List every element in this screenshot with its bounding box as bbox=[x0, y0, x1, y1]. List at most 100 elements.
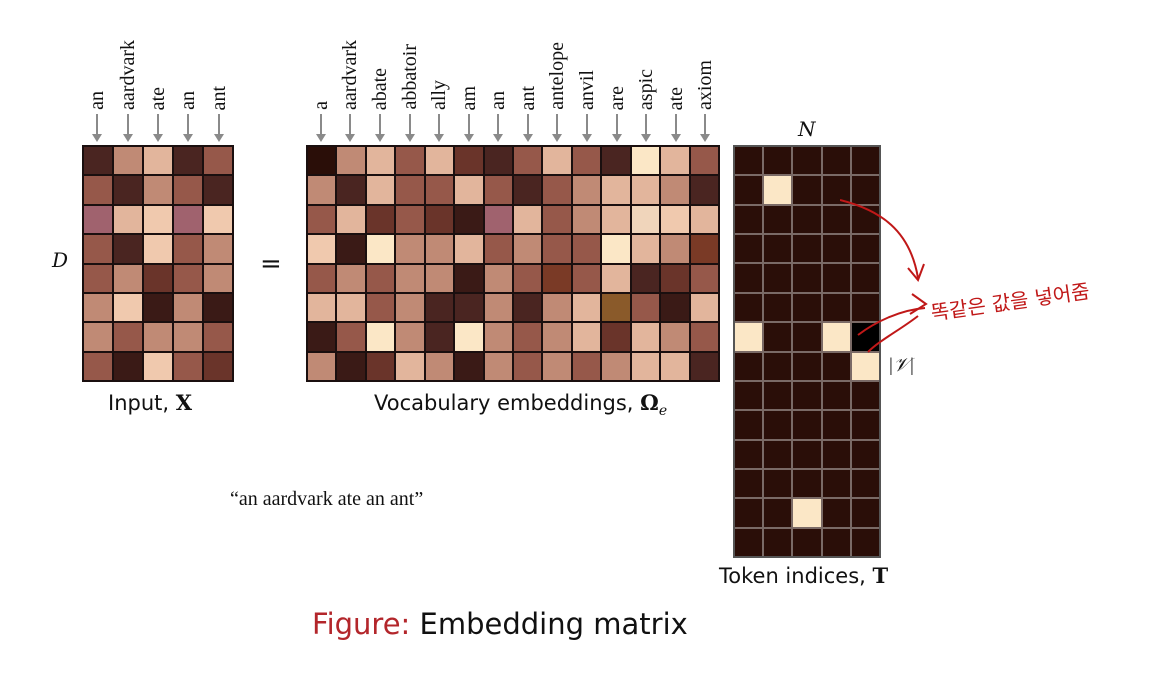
vocab-cell bbox=[337, 264, 365, 292]
token-cell bbox=[851, 469, 879, 498]
token-cell bbox=[764, 205, 792, 234]
vocab-word-label: abbatoir bbox=[398, 44, 421, 110]
vocab-cell bbox=[425, 293, 454, 322]
token-cell bbox=[793, 499, 821, 527]
vocab-cell bbox=[308, 235, 336, 263]
vocab-cell bbox=[661, 352, 689, 380]
vocab-cell bbox=[366, 352, 395, 380]
vocab-cell bbox=[572, 264, 601, 292]
vocab-cell bbox=[572, 176, 601, 204]
vocab-word-arrow bbox=[434, 114, 445, 142]
input-token-arrow bbox=[153, 114, 163, 142]
token-cell bbox=[793, 352, 821, 380]
token-cell bbox=[735, 528, 763, 556]
vocab-cell bbox=[396, 205, 424, 234]
vocab-cell bbox=[572, 235, 601, 263]
token-cell bbox=[764, 264, 792, 292]
token-cell bbox=[764, 411, 792, 439]
token-cell bbox=[735, 499, 763, 527]
vocab-cell bbox=[631, 323, 660, 351]
input-cell bbox=[174, 293, 202, 322]
vocab-cell bbox=[514, 264, 542, 292]
vocab-cell bbox=[455, 205, 483, 234]
token-cell bbox=[764, 293, 792, 322]
vocab-word-arrow bbox=[463, 114, 474, 142]
handwritten-annotation: 똑같은 값을 넣어줌 bbox=[840, 199, 1091, 353]
input-cell bbox=[84, 293, 112, 322]
vocab-cell bbox=[572, 147, 601, 175]
vocab-cell bbox=[543, 147, 571, 175]
vocab-cell bbox=[366, 205, 395, 234]
vocab-cell bbox=[484, 176, 512, 204]
vocab-word-arrow bbox=[315, 114, 326, 142]
vocab-cell bbox=[514, 352, 542, 380]
input-token-label: an bbox=[177, 91, 200, 110]
token-cell bbox=[793, 411, 821, 439]
vocab-cell bbox=[484, 205, 512, 234]
token-cell bbox=[851, 352, 879, 380]
vocab-cell bbox=[690, 264, 718, 292]
vocab-cell bbox=[308, 264, 336, 292]
input-cell bbox=[114, 352, 142, 380]
vocab-cell bbox=[484, 352, 512, 380]
input-cell bbox=[114, 264, 142, 292]
input-cell bbox=[84, 205, 112, 234]
token-matrix-n-label: N bbox=[798, 117, 816, 141]
figure-caption-prefix: Figure: bbox=[312, 607, 411, 641]
token-cell bbox=[764, 235, 792, 263]
token-cell bbox=[764, 147, 792, 175]
vocab-size-label: |𝒱| bbox=[888, 355, 915, 376]
vocab-cell bbox=[455, 235, 483, 263]
vocab-cell bbox=[455, 264, 483, 292]
vocab-word-label: am bbox=[457, 85, 480, 110]
vocab-cell bbox=[337, 293, 365, 322]
vocab-cell bbox=[337, 352, 365, 380]
input-cell bbox=[144, 205, 172, 234]
input-token-label: an bbox=[86, 91, 109, 110]
vocab-cell bbox=[425, 205, 454, 234]
vocab-cell bbox=[661, 205, 689, 234]
vocab-cell bbox=[396, 147, 424, 175]
token-cell bbox=[822, 293, 850, 322]
token-cell bbox=[851, 264, 879, 292]
vocab-cell bbox=[690, 205, 718, 234]
input-token-label: ate bbox=[147, 86, 169, 110]
vocab-cell bbox=[484, 323, 512, 351]
token-caption-symbol: T bbox=[872, 563, 889, 588]
token-cell bbox=[822, 469, 850, 498]
token-cell bbox=[851, 147, 879, 175]
vocab-cell bbox=[396, 264, 424, 292]
dimension-label-d: D bbox=[52, 248, 69, 272]
vocab-word-arrow bbox=[493, 114, 504, 142]
vocab-word-arrow bbox=[522, 114, 533, 142]
token-cell bbox=[822, 147, 850, 175]
vocab-cell bbox=[690, 352, 718, 380]
vocab-word-label: aspic bbox=[635, 68, 658, 110]
vocab-cell bbox=[455, 293, 483, 322]
token-cell bbox=[793, 235, 821, 263]
token-caption-text: Token indices, bbox=[719, 564, 873, 588]
vocab-cell bbox=[425, 264, 454, 292]
token-cell bbox=[793, 323, 821, 351]
vocab-cell bbox=[514, 235, 542, 263]
vocab-cell bbox=[514, 293, 542, 322]
vocab-word-arrow bbox=[345, 114, 356, 142]
token-cell bbox=[793, 469, 821, 498]
vocab-cell bbox=[366, 176, 395, 204]
vocab-cell bbox=[661, 293, 689, 322]
vocab-cell bbox=[690, 235, 718, 263]
input-token-arrow bbox=[92, 114, 103, 142]
input-cell bbox=[84, 352, 112, 380]
token-cell bbox=[735, 235, 763, 263]
vocab-cell bbox=[455, 176, 483, 204]
vocab-word-arrow bbox=[700, 114, 711, 142]
vocab-cell bbox=[425, 235, 454, 263]
vocab-cell bbox=[514, 205, 542, 234]
input-cell bbox=[144, 264, 172, 292]
vocab-cell bbox=[337, 235, 365, 263]
vocab-cell bbox=[425, 147, 454, 175]
vocab-cell bbox=[543, 205, 571, 234]
token-cell bbox=[851, 293, 879, 322]
vocab-word-label: anvil bbox=[575, 70, 598, 110]
input-caption-symbol: X bbox=[175, 390, 193, 415]
